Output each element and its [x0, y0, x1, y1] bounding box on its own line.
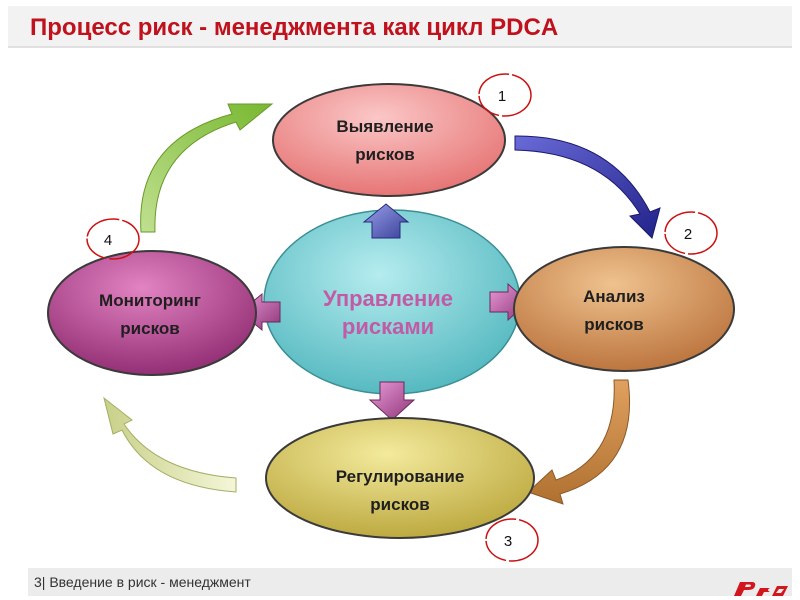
number-1: 1 [498, 88, 506, 105]
arrow-regulation-to-monitoring [103, 396, 237, 493]
footer-bar: 3| Введение в риск - менеджмент [28, 568, 792, 596]
number-4: 4 [104, 232, 112, 249]
node-identification-line1: Выявление [336, 117, 433, 136]
node-analysis-line2: рисков [584, 315, 643, 334]
small-arrow-up-icon [362, 203, 410, 239]
center-label-line1: Управление [323, 286, 453, 311]
number-badge-3: 3 [485, 518, 539, 562]
node-analysis-line1: Анализ [583, 287, 645, 306]
arrow-identification-to-analysis [514, 135, 661, 239]
small-arrow-down-icon [368, 381, 416, 421]
node-regulation-line2: рисков [370, 495, 429, 514]
node-regulation-line1: Регулирование [336, 467, 465, 486]
rzd-logo-icon [734, 582, 788, 596]
number-badge-2: 2 [664, 211, 718, 255]
number-badge-4: 4 [86, 218, 140, 260]
node-monitoring-line2: рисков [120, 319, 179, 338]
number-3: 3 [504, 533, 512, 550]
node-monitoring-line1: Мониторинг [99, 291, 201, 310]
node-monitoring: Мониторинг рисков [47, 250, 257, 376]
node-regulation: Регулирование рисков [265, 417, 535, 539]
number-badge-1: 1 [478, 73, 532, 117]
footer-text: 3| Введение в риск - менеджмент [34, 574, 251, 590]
arrow-analysis-to-regulation [527, 379, 631, 505]
node-identification-line2: рисков [355, 145, 414, 164]
title-bar: Процесс риск - менеджмента как цикл PDCA [8, 6, 792, 48]
node-identification: Выявление рисков [272, 83, 506, 197]
number-2: 2 [684, 226, 692, 243]
arrow-monitoring-to-identification [140, 103, 274, 233]
slide-title: Процесс риск - менеджмента как цикл PDCA [30, 14, 559, 41]
center-label-line2: рисками [342, 314, 434, 339]
node-analysis: Анализ рисков [513, 246, 735, 372]
